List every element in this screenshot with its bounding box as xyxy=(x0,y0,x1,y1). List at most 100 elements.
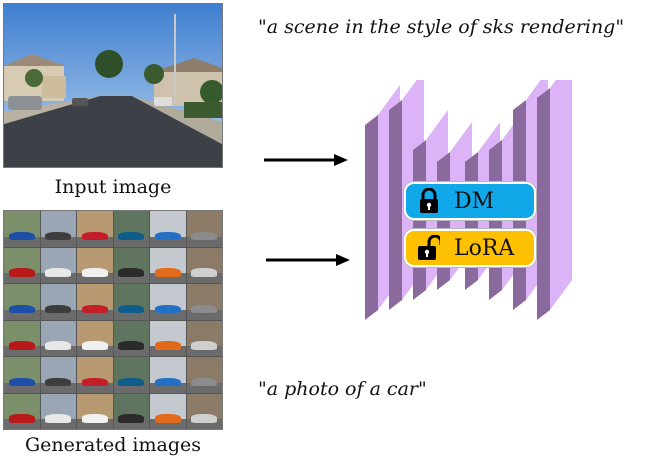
generated-image-tile xyxy=(40,357,76,393)
slab-side xyxy=(465,152,478,290)
generated-image-tile xyxy=(4,320,40,356)
car-shape xyxy=(8,268,35,277)
car-shape xyxy=(45,231,72,241)
car-shape xyxy=(191,231,218,241)
generated-image-tile xyxy=(77,211,113,247)
tile-road xyxy=(113,236,149,247)
tile-road xyxy=(77,382,113,393)
tile-road xyxy=(113,346,149,356)
generated-images-grid xyxy=(3,210,223,430)
tile-road xyxy=(186,346,222,356)
tile-road xyxy=(113,309,149,320)
car-shape xyxy=(118,341,145,350)
car-shape xyxy=(8,414,35,423)
tile-road xyxy=(40,309,76,320)
generated-image-tile xyxy=(113,357,149,393)
tile-road xyxy=(77,346,113,356)
arrow-top xyxy=(264,154,348,166)
car-shape xyxy=(154,304,181,314)
tile-road xyxy=(40,273,76,283)
generated-image-tile xyxy=(113,211,149,247)
lora-label: LoRA xyxy=(454,235,515,261)
unlock-icon xyxy=(418,235,440,260)
input-image-caption: Input image xyxy=(54,176,172,198)
generated-image-tile xyxy=(150,247,186,283)
car-shape xyxy=(8,304,35,314)
car-shape xyxy=(45,414,72,423)
generated-image-tile xyxy=(40,320,76,356)
slab-side xyxy=(537,88,550,320)
generated-image-tile xyxy=(40,393,76,429)
generated-images-caption: Generated images xyxy=(25,434,201,456)
car-shape xyxy=(118,231,145,241)
slab-side xyxy=(365,115,378,320)
car-shape xyxy=(45,341,72,350)
generated-image-tile xyxy=(186,247,222,283)
generated-image-tile xyxy=(186,211,222,247)
tile-road xyxy=(186,309,222,320)
tile-road xyxy=(113,273,149,283)
generated-image-tile xyxy=(150,284,186,320)
slab-side xyxy=(389,100,402,310)
car-shape xyxy=(154,231,181,241)
tile-road xyxy=(40,346,76,356)
street-scene xyxy=(4,4,222,167)
tile-road xyxy=(4,382,40,393)
car-prompt: "a photo of a car" xyxy=(258,378,427,400)
tile-road xyxy=(4,236,40,247)
generated-image-tile xyxy=(113,320,149,356)
tile-road xyxy=(40,382,76,393)
car-shape xyxy=(45,377,72,387)
tile-road xyxy=(4,309,40,320)
car-shape xyxy=(81,377,108,387)
car-shape xyxy=(81,414,108,423)
tile-road xyxy=(40,236,76,247)
generated-image-tile xyxy=(186,393,222,429)
tile-road xyxy=(150,236,186,247)
car-shape xyxy=(118,414,145,423)
car-shape xyxy=(154,268,181,277)
tile-road xyxy=(150,419,186,429)
generated-image-tile xyxy=(186,320,222,356)
car-shape xyxy=(191,377,218,387)
slab-side xyxy=(489,140,502,300)
slab-side xyxy=(413,140,426,300)
car-shape xyxy=(81,231,108,241)
tile-road xyxy=(186,273,222,283)
car-shape xyxy=(154,341,181,350)
generated-image-tile xyxy=(40,284,76,320)
input-image xyxy=(3,3,223,168)
car-shape xyxy=(191,268,218,277)
generated-image-tile xyxy=(186,284,222,320)
car-shape xyxy=(81,268,108,277)
car-shape xyxy=(45,268,72,277)
generated-image-tile xyxy=(40,211,76,247)
car-shape xyxy=(154,414,181,423)
car-shape xyxy=(118,304,145,314)
generated-image-tile xyxy=(40,247,76,283)
dm-label: DM xyxy=(454,188,495,214)
unet-layer-slab xyxy=(537,80,572,320)
car-shape xyxy=(118,268,145,277)
car-shape xyxy=(81,304,108,314)
tile-road xyxy=(77,309,113,320)
tile-road xyxy=(150,309,186,320)
tile-road xyxy=(150,382,186,393)
car-shape xyxy=(191,341,218,350)
generated-image-tile xyxy=(4,393,40,429)
tile-road xyxy=(150,273,186,283)
generated-image-tile xyxy=(150,357,186,393)
generated-image-tile xyxy=(77,357,113,393)
car-shape xyxy=(191,414,218,423)
arrow-bottom xyxy=(266,254,350,266)
lock-icon xyxy=(420,188,438,213)
car-shape xyxy=(118,377,145,387)
generated-image-tile xyxy=(4,211,40,247)
dm-module-badge: DM xyxy=(404,182,536,220)
tile-road xyxy=(77,273,113,283)
car-shape xyxy=(8,231,35,241)
tile-road xyxy=(186,382,222,393)
tile-road xyxy=(186,419,222,429)
arrows xyxy=(264,154,350,266)
generated-image-tile xyxy=(150,393,186,429)
